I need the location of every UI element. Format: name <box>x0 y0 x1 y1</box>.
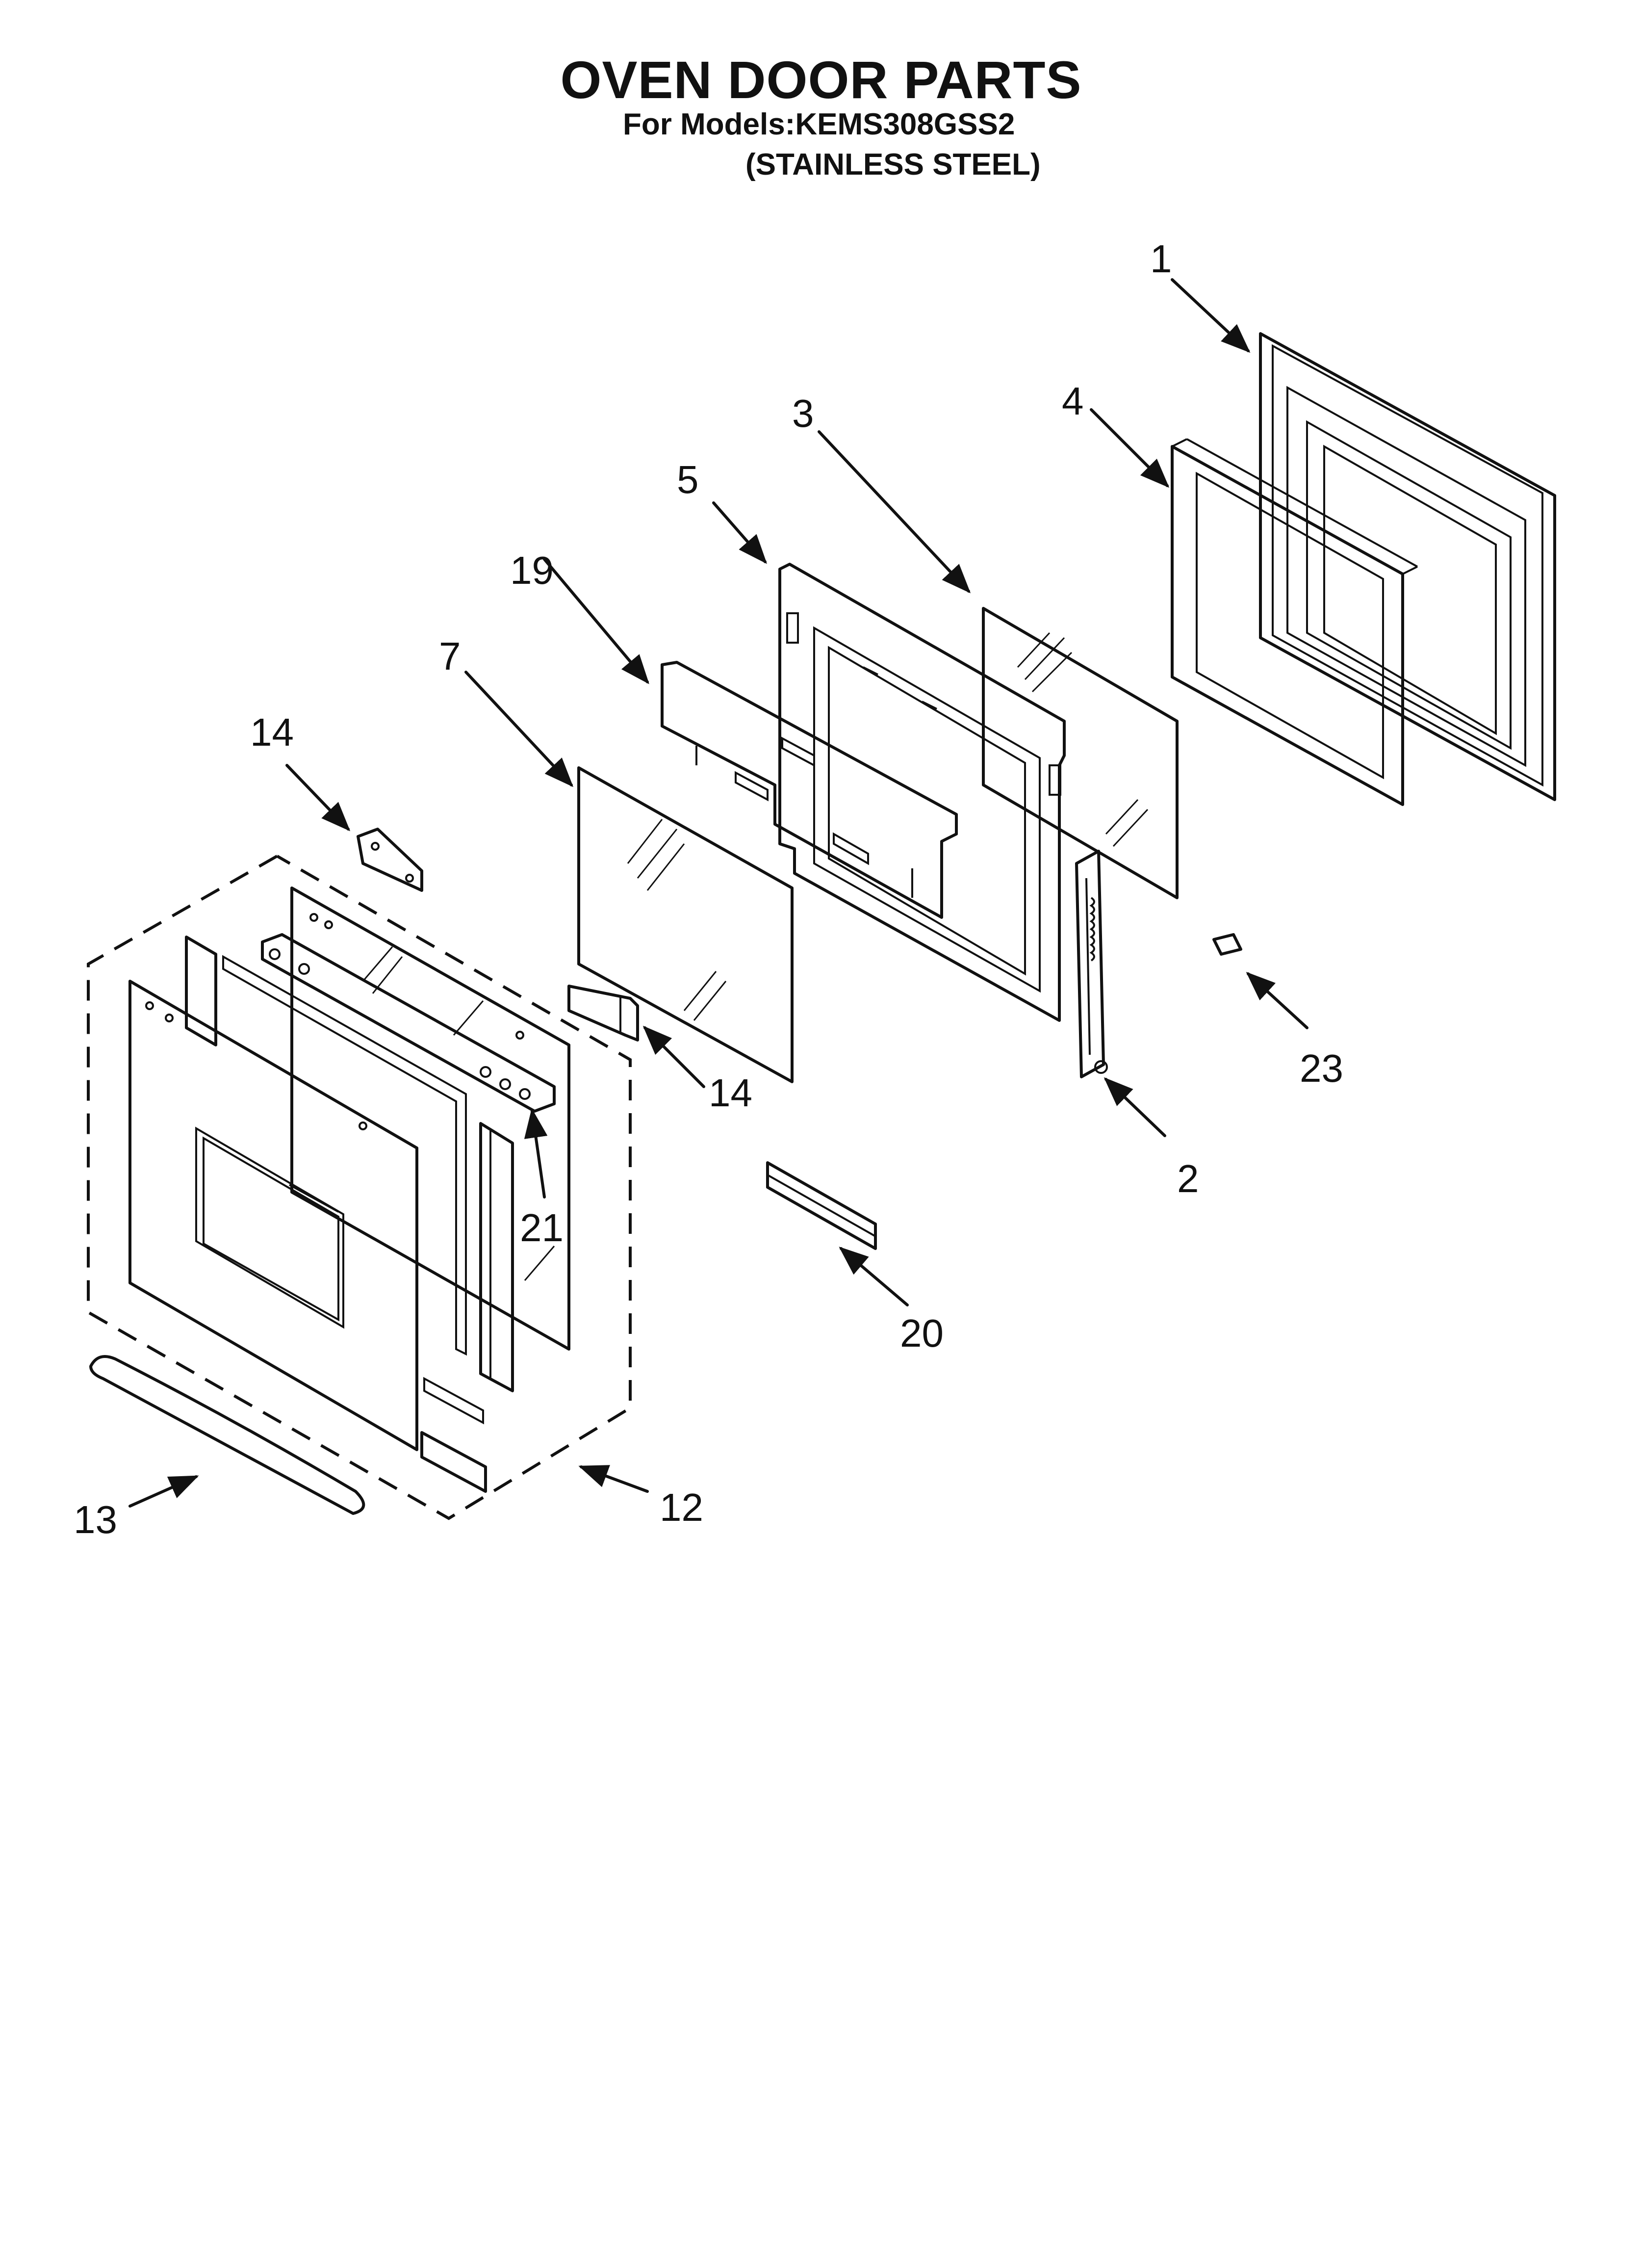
callout-7: 7 <box>439 634 461 678</box>
part-12-outer-door-assembly <box>87 855 632 1520</box>
part-4-gasket-frame <box>1171 438 1418 806</box>
callout-12: 12 <box>660 1486 703 1529</box>
part-23-clip <box>1212 933 1242 956</box>
part-14-bracket-middle <box>567 985 639 1042</box>
page-title: OVEN DOOR PARTS <box>560 50 1082 109</box>
callout-4: 4 <box>1062 379 1084 423</box>
callout-1: 1 <box>1150 237 1172 281</box>
callout-20: 20 <box>900 1311 944 1355</box>
models-line: For Models:KEMS308GSS2 <box>623 107 1015 141</box>
part-1-door-frame <box>1259 332 1556 801</box>
part-14-bracket-top <box>357 828 423 892</box>
part-20-trim-strip <box>766 1161 877 1250</box>
callout-14-top: 14 <box>250 710 294 754</box>
callout-21: 21 <box>520 1206 564 1250</box>
leader-lines <box>128 278 1308 1508</box>
part-3-glass-panel <box>982 607 1179 899</box>
callout-19: 19 <box>510 548 554 592</box>
finish-line: (STAINLESS STEEL) <box>745 148 1041 182</box>
callout-13: 13 <box>74 1498 117 1541</box>
callout-5: 5 <box>677 458 699 501</box>
part-21-mounting-bar <box>261 933 556 1113</box>
callout-23: 23 <box>1300 1046 1343 1090</box>
part-2-hinge <box>1075 850 1108 1078</box>
callout-2: 2 <box>1177 1157 1199 1200</box>
callout-labels: 1 2 3 4 5 7 12 13 14 14 19 20 21 23 <box>74 237 1343 1541</box>
callout-3: 3 <box>792 391 814 435</box>
part-7-glass-panel <box>577 766 794 1083</box>
callout-14-middle: 14 <box>709 1071 752 1115</box>
part-13-handle <box>89 1355 365 1515</box>
part-19-baffle <box>661 661 958 919</box>
part-5-inner-liner <box>778 563 1066 1022</box>
